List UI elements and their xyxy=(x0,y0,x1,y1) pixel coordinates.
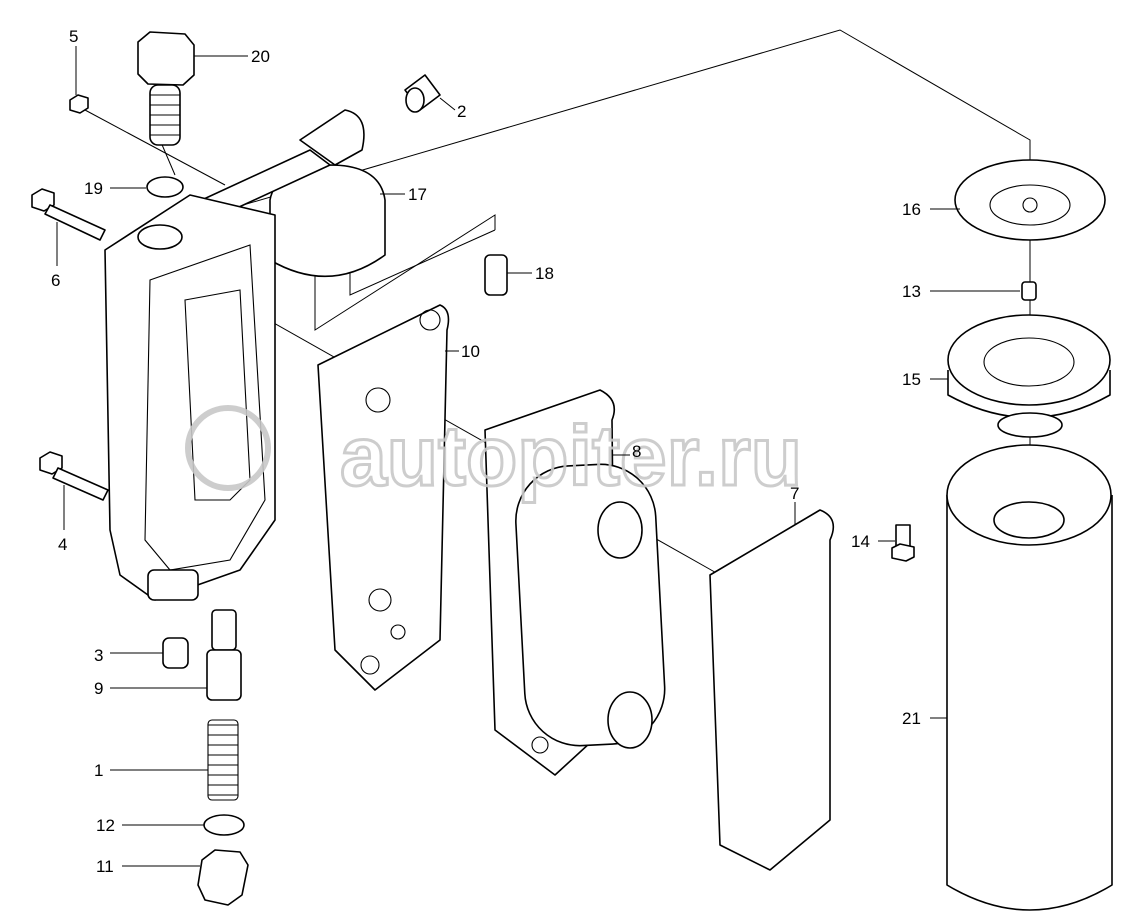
part-13-pin xyxy=(1021,281,1037,301)
callout-8: 8 xyxy=(632,442,641,461)
callout-16: 16 xyxy=(902,200,921,219)
part-20-bolt xyxy=(137,31,195,146)
callout-18: 18 xyxy=(535,264,554,283)
part-5-plug xyxy=(69,94,89,114)
part-19-o-ring xyxy=(146,176,184,198)
callout-6: 6 xyxy=(51,271,60,290)
callout-5: 5 xyxy=(69,27,78,46)
callout-19: 19 xyxy=(84,179,103,198)
part-10-holes xyxy=(360,309,441,675)
callout-labels: 5 20 2 19 17 6 18 16 13 10 15 8 7 4 14 3… xyxy=(51,27,921,876)
part-3-plug xyxy=(162,637,189,669)
callout-4: 4 xyxy=(58,535,67,554)
part-2-plug xyxy=(404,74,441,113)
part-1-spring xyxy=(207,719,239,801)
oil-cooler-housing xyxy=(104,194,276,601)
callout-10: 10 xyxy=(461,342,480,361)
watermark: autopiter.ru xyxy=(185,405,804,505)
callout-1: 1 xyxy=(94,761,103,780)
callout-2: 2 xyxy=(457,102,466,121)
callout-11: 11 xyxy=(96,857,114,876)
part-9-valve-piston xyxy=(206,609,242,701)
callout-20: 20 xyxy=(251,47,270,66)
callout-15: 15 xyxy=(902,370,921,389)
callout-14: 14 xyxy=(851,532,870,551)
callout-13: 13 xyxy=(902,282,921,301)
part-8-oil-cooler-core xyxy=(484,389,666,776)
part-15-filter-adapter xyxy=(947,314,1111,438)
callout-leaders xyxy=(56,46,1020,867)
part-4-bolt xyxy=(39,451,109,501)
callout-21: 21 xyxy=(902,709,921,728)
part-21-oil-filter xyxy=(946,444,1113,911)
callout-7: 7 xyxy=(790,484,799,503)
callout-17: 17 xyxy=(408,185,427,204)
callout-9: 9 xyxy=(94,679,103,698)
part-11-plug xyxy=(197,849,249,906)
part-16-valve-plate xyxy=(954,159,1106,241)
part-10-gasket xyxy=(317,304,450,691)
watermark-text: autopiter.ru xyxy=(340,409,802,503)
part-7-gasket xyxy=(709,509,835,871)
callout-12: 12 xyxy=(96,816,115,835)
part-6-bolt xyxy=(31,188,106,241)
part-14-bolt xyxy=(891,524,915,562)
callout-3: 3 xyxy=(94,646,103,665)
part-18-sleeve xyxy=(484,254,508,296)
part-12-o-ring xyxy=(203,814,245,836)
